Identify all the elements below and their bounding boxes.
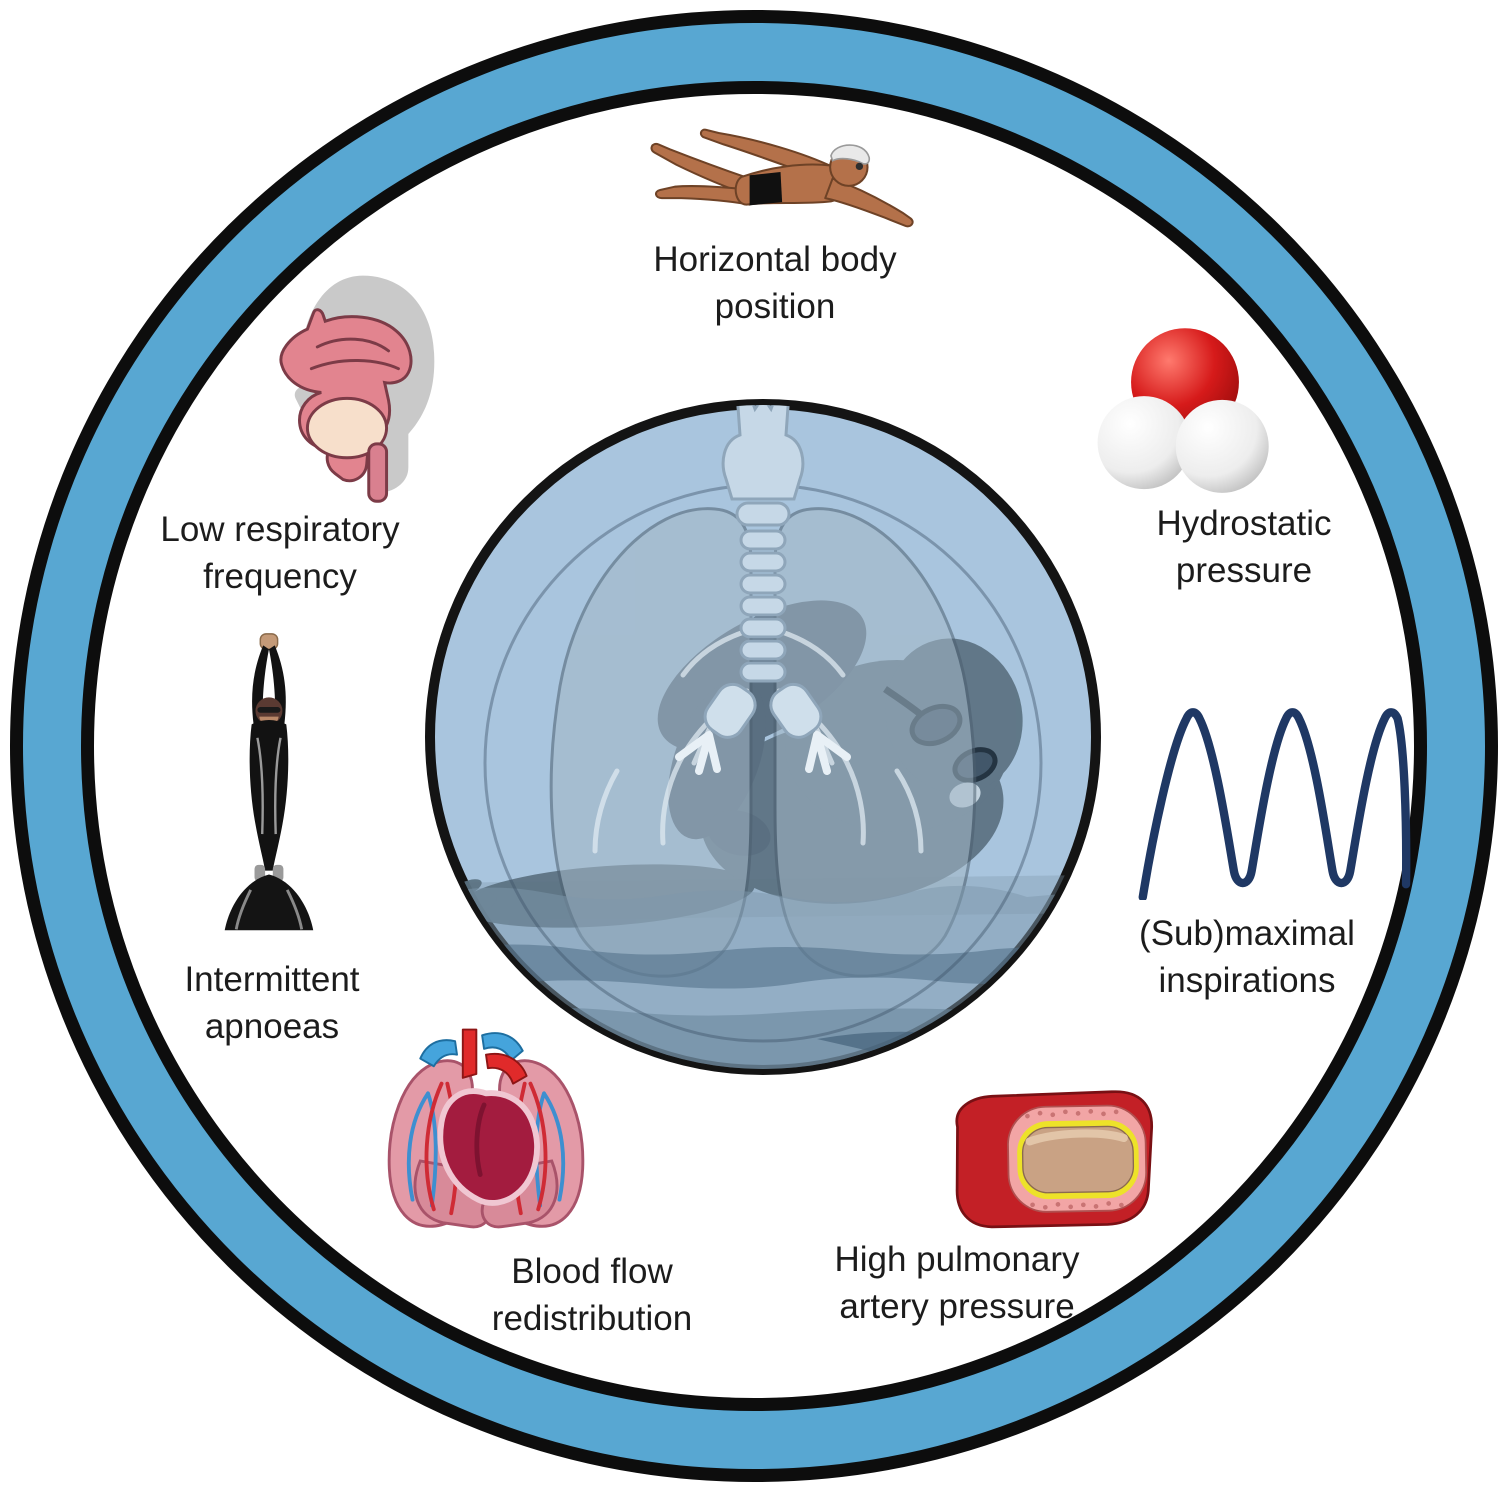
factor-label-line: Hydrostatic <box>1156 504 1332 543</box>
factor-label: Low respiratory frequency <box>70 506 490 600</box>
freediver-icon <box>224 633 314 931</box>
factor-label-line: Intermittent <box>184 960 360 999</box>
factor-label: Blood flow redistribution <box>382 1248 802 1342</box>
factor-label: High pulmonary artery pressure <box>747 1236 1167 1330</box>
factor-label-line: Low respiratory <box>160 510 400 549</box>
factor-label-line: pressure <box>1175 551 1313 590</box>
factor-label-line: inspirations <box>1158 961 1336 1000</box>
water-molecule-icon <box>1097 328 1269 493</box>
factor-label-line: (Sub)maximal <box>1139 914 1355 953</box>
swimmer-icon <box>650 128 914 228</box>
factor-label-line: artery pressure <box>839 1287 1075 1326</box>
factor-label-line: position <box>714 287 836 326</box>
heart-lungs-circulation-icon <box>387 1028 585 1229</box>
factor-label-line: redistribution <box>491 1299 693 1338</box>
factor-label-line: frequency <box>203 557 357 596</box>
upper-airway-head-icon <box>279 275 435 503</box>
swimmer-with-lungs-underwater-icon <box>425 399 1101 1075</box>
factor-label-line: Blood flow <box>511 1252 673 1291</box>
factor-label-line: High pulmonary <box>834 1240 1080 1279</box>
inspiration-waveform-icon <box>1138 708 1411 900</box>
factor-label: Hydrostatic pressure <box>1034 500 1454 594</box>
artery-cross-section-icon <box>955 1090 1154 1229</box>
factor-label: Horizontal body position <box>565 236 985 330</box>
factor-label-line: apnoeas <box>204 1007 340 1046</box>
factor-label: (Sub)maximal inspirations <box>1037 910 1457 1004</box>
factor-label-line: Horizontal body <box>653 240 897 279</box>
factor-label: Intermittent apnoeas <box>62 956 482 1050</box>
